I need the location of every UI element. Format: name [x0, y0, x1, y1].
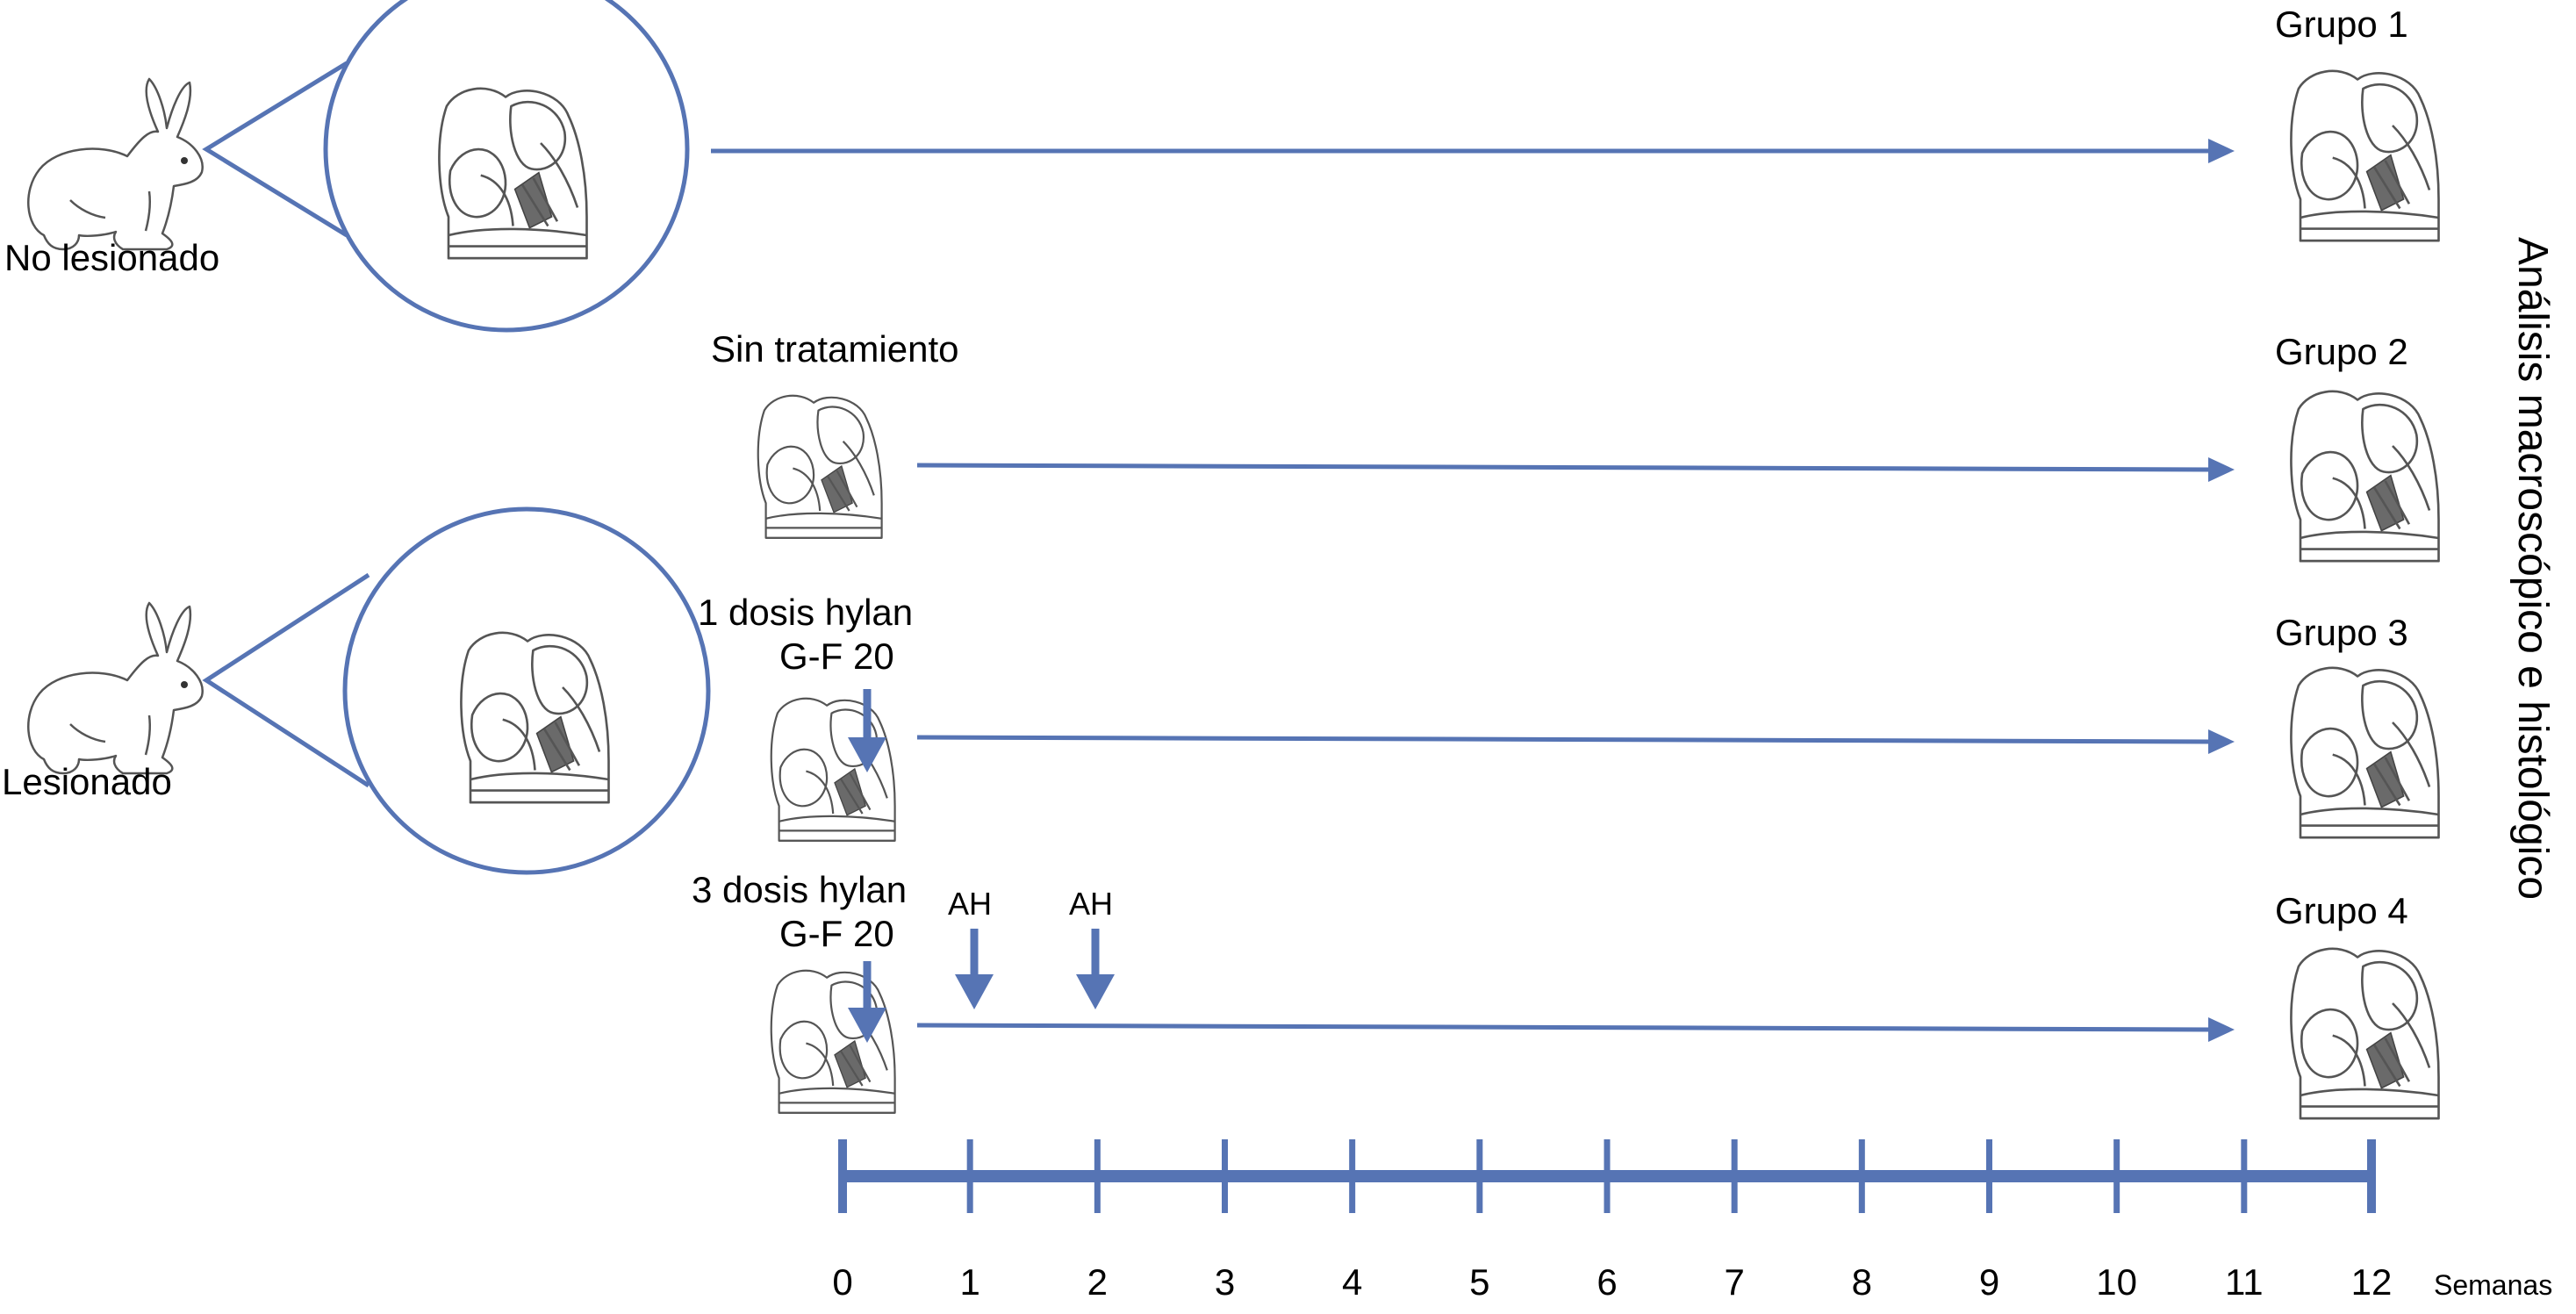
analysis-label: Análisis macroscópico e histológico — [2509, 237, 2556, 900]
knee-joint-icon-group4 — [2290, 947, 2440, 1120]
injured-label: Lesionado — [2, 761, 172, 802]
group-3-label: Grupo 3 — [2275, 612, 2408, 653]
timeline-tick-label: 0 — [832, 1261, 852, 1303]
timeline-tick-label: 11 — [2225, 1261, 2264, 1303]
knee-joint-icon-group1 — [2290, 69, 2440, 242]
healthy-label: No lesionado — [4, 237, 219, 278]
timeline-tick-label: 2 — [1087, 1261, 1108, 1303]
timeline-tick-label: 10 — [2096, 1261, 2137, 1303]
arrow-down-icon-ah-week1 — [955, 974, 994, 1009]
arrow-down-icon-one-dose — [848, 737, 886, 772]
timeline-tick-label: 12 — [2351, 1261, 2393, 1303]
knee-joint-icon-untreated — [757, 394, 883, 539]
ah-label-week1: AH — [948, 886, 992, 922]
timeline-tick-label: 3 — [1215, 1261, 1235, 1303]
magnifier-circle-icon-healthy — [323, 0, 690, 333]
arrow-right-icon-group4 — [2208, 1017, 2235, 1042]
three-dose-label-line2: G-F 20 — [779, 913, 894, 954]
timeline-tick-label: 8 — [1852, 1261, 1872, 1303]
magnifier-pointer-injured — [202, 572, 370, 788]
timeline-tick-label: 7 — [1724, 1261, 1744, 1303]
magnifier-circle-icon-injured — [342, 506, 711, 875]
one-dose-label-line1: 1 dosis hylan — [698, 592, 913, 633]
timeline-arrow-group4 — [916, 1023, 2213, 1032]
arrow-right-icon-group1 — [2208, 139, 2235, 163]
three-dose-label-line1: 3 dosis hylan — [692, 869, 907, 910]
timeline-unit-label: Semanas — [2434, 1269, 2552, 1301]
timeline-arrow-group2 — [916, 463, 2213, 472]
group-2-label: Grupo 2 — [2275, 331, 2408, 372]
arrow-right-icon-group2 — [2208, 457, 2235, 482]
arrow-down-icon-three-dose — [848, 1008, 886, 1043]
timeline-arrow-group3 — [916, 735, 2213, 744]
timeline-tick-label: 1 — [959, 1261, 979, 1303]
arrow-right-icon-group3 — [2208, 729, 2235, 754]
timeline-tick-label: 5 — [1469, 1261, 1489, 1303]
knee-joint-icon-group3 — [2290, 666, 2440, 839]
rabbit-icon-injured — [27, 601, 204, 775]
timeline-ticks — [838, 1139, 2376, 1213]
rabbit-icon-healthy — [27, 77, 204, 251]
timeline-tick-label: 6 — [1597, 1261, 1617, 1303]
timeline-tick-label: 9 — [1979, 1261, 1999, 1303]
group-1-label: Grupo 1 — [2275, 4, 2408, 45]
untreated-label: Sin tratamiento — [711, 328, 958, 370]
arrow-down-icon-ah-week2 — [1076, 974, 1115, 1009]
timeline-tick-label: 4 — [1342, 1261, 1362, 1303]
group-4-label: Grupo 4 — [2275, 890, 2408, 931]
one-dose-label-line2: G-F 20 — [779, 635, 894, 677]
knee-joint-icon-one-dose — [770, 697, 896, 842]
knee-joint-icon-group2 — [2290, 390, 2440, 563]
magnifier-pointer-healthy — [202, 61, 348, 238]
knee-joint-icon-three-dose — [770, 969, 896, 1114]
ah-label-week2: AH — [1069, 886, 1113, 922]
